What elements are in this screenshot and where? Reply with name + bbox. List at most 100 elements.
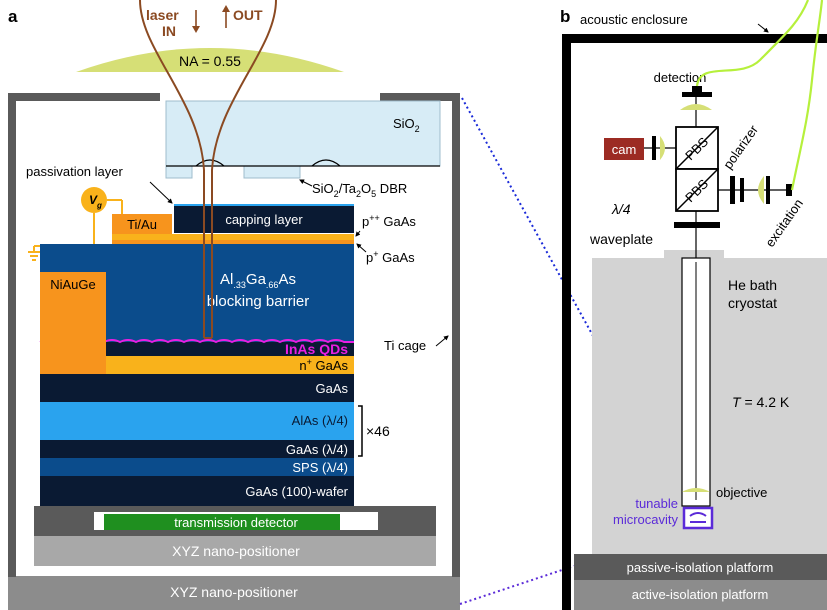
out-label: OUT: [233, 7, 263, 23]
objective-lens: [682, 488, 710, 492]
inner-positioner-label: XYZ nano-positioner: [172, 543, 300, 559]
cage-left-wall: [8, 93, 16, 577]
alas-label: AlAs (λ/4): [292, 413, 348, 428]
ngaas-layer: [40, 356, 354, 374]
detection-port: [692, 86, 702, 92]
ppgaas-arrow: [355, 230, 361, 237]
sps-label: SPS (λ/4): [292, 460, 348, 475]
blocking-label: blocking barrier: [207, 293, 310, 310]
polarizer-element-2: [740, 178, 744, 202]
cage-right-wall: [452, 93, 460, 577]
tiau-label: Ti/Au: [127, 217, 157, 232]
he-label-2: cryostat: [728, 295, 777, 311]
laser-label: laser: [146, 7, 179, 23]
gate-voltage-source: [81, 187, 107, 213]
he-label-1: He bath: [728, 277, 777, 293]
ppgaas-label: p++ GaAs: [362, 213, 416, 229]
alas-layer: [40, 402, 354, 440]
gaas-layer: [40, 374, 354, 402]
in-label: IN: [162, 23, 176, 39]
ppgaas-layer: [112, 234, 354, 240]
ticage-arrow: [435, 335, 449, 347]
detection-mount: [682, 92, 712, 97]
ngaas-label: n+ GaAs: [299, 357, 348, 373]
gaas-quarter-layer: [40, 440, 354, 458]
pgaas-layer: [112, 240, 354, 244]
excitation-lens: [758, 176, 764, 204]
transmission-detector: [104, 514, 340, 530]
x46-bracket: [358, 405, 363, 457]
polarizer-label: polarizer: [720, 122, 761, 172]
dimple-1: [195, 159, 225, 167]
sps-layer: [40, 458, 354, 476]
transmission-label: transmission detector: [174, 515, 298, 530]
pbs-1-diagonal: [675, 126, 719, 170]
objective-lens-na: [76, 48, 344, 72]
wafer-label: GaAs (100)-wafer: [245, 484, 348, 499]
sio2-dbr-mirror: [165, 100, 441, 179]
polarizer-element: [730, 176, 735, 204]
cam-lens: [660, 136, 665, 160]
enclosure-left: [562, 34, 571, 610]
dbr-arrow: [299, 179, 313, 187]
panel-b-label: b: [560, 7, 570, 26]
gaas-quarter-label: GaAs (λ/4): [286, 442, 348, 457]
cam-lens-mount: [652, 136, 656, 160]
tiau-contact: [112, 214, 172, 234]
x46-label: ×46: [366, 423, 390, 439]
dimple-2: [311, 159, 341, 167]
pbs-2-diagonal: [675, 168, 719, 212]
enclosure-arrow: [757, 23, 769, 33]
cage-top-left: [8, 93, 160, 101]
waveplate-label-1: λ/4: [611, 201, 631, 217]
qd-layer: [40, 342, 354, 356]
algaas-label: Al.33Ga.66As: [220, 271, 296, 290]
outer-positioner-label: XYZ nano-positioner: [170, 584, 298, 600]
detection-label: detection: [654, 70, 707, 85]
passivation-arrow: [149, 181, 173, 204]
dbr-label: SiO2/Ta2O5 DBR: [312, 181, 407, 199]
wafer-layer: [40, 476, 354, 506]
excitation-port: [786, 184, 792, 196]
inner-positioner-block: [34, 536, 436, 566]
niauge-label: NiAuGe: [50, 277, 96, 292]
excitation-fiber: [790, 0, 824, 191]
out-arrowhead: [222, 5, 230, 12]
zoom-line-top: [461, 97, 691, 513]
cam-label: cam: [612, 142, 637, 157]
ticage-label: Ti cage: [384, 338, 426, 353]
cryostat-neck: [664, 250, 724, 260]
outer-positioner-block: [8, 576, 460, 610]
vg-label: Vg: [89, 193, 102, 210]
detection-lens: [680, 104, 712, 110]
cage-top-right: [380, 93, 460, 101]
fiber-in: [139, 0, 205, 338]
active-label: active-isolation platform: [632, 587, 769, 602]
tunable-label-1: tunable: [635, 496, 678, 511]
excitation-lens-mount: [766, 176, 770, 204]
tunable-label-2: microcavity: [613, 512, 679, 527]
objective-label: objective: [716, 485, 767, 500]
enclosure-top: [562, 34, 827, 43]
panel-a-label: a: [8, 7, 18, 26]
pgaas-arrow: [356, 243, 367, 253]
passivation-label: passivation layer: [26, 164, 123, 179]
tunable-microcavity-box: [682, 506, 714, 530]
pgaas-label: p+ GaAs: [366, 249, 415, 265]
gaas-label: GaAs: [315, 381, 348, 396]
excitation-label: excitation: [762, 196, 806, 250]
waveplate-label-2: waveplate: [589, 231, 653, 247]
capping-label: capping layer: [225, 212, 303, 227]
niauge-contact: [40, 272, 106, 382]
enclosure-label: acoustic enclosure: [580, 12, 688, 27]
in-arrowhead: [192, 26, 200, 33]
cavity-mirror-top: [689, 512, 707, 517]
temp-label: T = 4.2 K: [732, 394, 790, 410]
qds-label: InAs QDs: [285, 341, 348, 357]
detection-fiber: [695, 0, 810, 87]
sio2-label: SiO2: [393, 116, 420, 134]
passive-platform: [574, 554, 827, 580]
na-label: NA = 0.55: [179, 53, 241, 69]
